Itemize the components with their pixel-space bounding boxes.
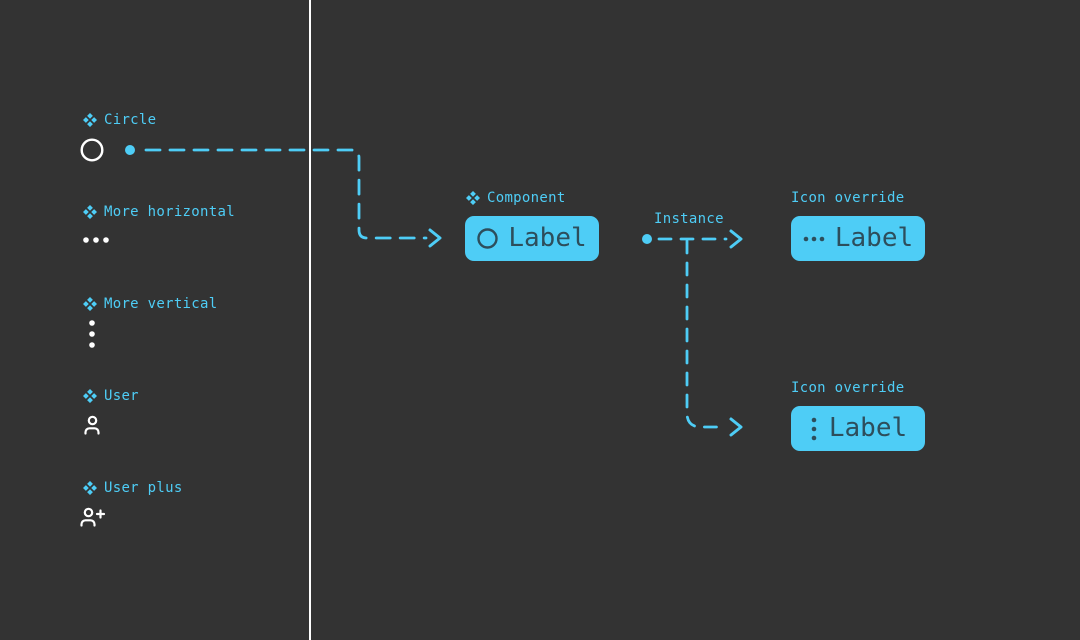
component-label: Component <box>487 190 566 206</box>
palette-item-label: User plus <box>104 480 183 496</box>
palette-label-more-horizontal: More horizontal <box>83 204 235 220</box>
instance-label: Instance <box>654 211 724 227</box>
circle-icon <box>477 228 499 249</box>
override-button-more-vertical[interactable]: Label <box>791 406 925 451</box>
override-button-more-horizontal[interactable]: Label <box>791 216 925 261</box>
palette-label-user: User <box>83 388 139 404</box>
more-vertical-icon <box>811 417 817 440</box>
component-diamond-icon <box>466 191 480 205</box>
component-diamond-icon <box>83 389 97 403</box>
component-label-row: Component <box>466 190 566 206</box>
canvas-divider <box>309 0 311 640</box>
button-label: Label <box>508 222 587 253</box>
instance-label-text: Instance <box>654 211 724 227</box>
arrow-icon <box>729 417 743 437</box>
palette-item-label: Circle <box>104 112 157 128</box>
button-label: Label <box>834 222 914 253</box>
wire-instance-bottom <box>685 239 728 429</box>
arrow-icon <box>729 229 743 249</box>
override-label-text: Icon override <box>791 190 905 206</box>
more-horizontal-icon <box>803 236 825 241</box>
wire-start-dot <box>642 234 652 244</box>
component-diamond-icon <box>83 205 97 219</box>
override-label-text: Icon override <box>791 380 905 396</box>
wire-circle-to-component <box>144 148 428 240</box>
palette-item-label: More vertical <box>104 296 218 312</box>
button-label: Label <box>828 412 908 443</box>
more-horizontal-icon[interactable] <box>82 233 112 247</box>
palette-label-user-plus: User plus <box>83 480 183 496</box>
override-label-2: Icon override <box>791 380 904 396</box>
component-diamond-icon <box>83 481 97 495</box>
override-label-1: Icon override <box>791 190 904 206</box>
user-icon[interactable] <box>80 413 104 437</box>
arrow-icon <box>428 228 442 248</box>
component-diamond-icon <box>83 113 97 127</box>
palette-item-label: User <box>104 388 139 404</box>
component-diamond-icon <box>83 297 97 311</box>
user-plus-icon[interactable] <box>78 505 106 529</box>
palette-item-label: More horizontal <box>104 204 235 220</box>
more-vertical-icon[interactable] <box>85 317 99 351</box>
wire-start-dot <box>125 145 135 155</box>
component-button[interactable]: Label <box>465 216 599 261</box>
palette-label-more-vertical: More vertical <box>83 296 217 312</box>
palette-label-circle: Circle <box>83 112 156 128</box>
circle-icon[interactable] <box>80 138 104 162</box>
